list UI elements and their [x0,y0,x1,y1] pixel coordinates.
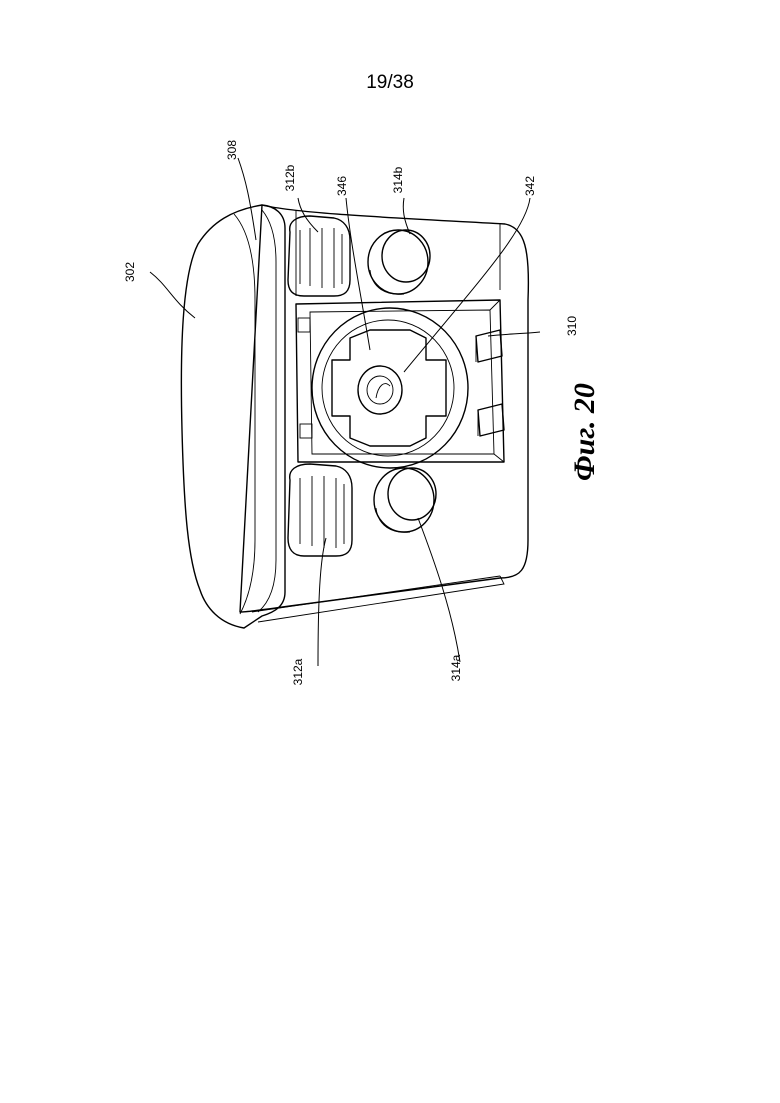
knob-314b [368,230,430,294]
label-314a: 314a [449,654,463,681]
label-310: 310 [565,316,579,336]
label-346: 346 [335,176,349,196]
rotary-coupling-346 [312,308,468,468]
label-312a: 312a [291,658,305,685]
label-312b: 312b [283,164,297,191]
button-312b [288,216,350,296]
label-342: 342 [523,176,537,196]
label-302: 302 [123,262,137,282]
button-312a [288,464,352,556]
label-314b: 314b [391,166,405,193]
figure-caption: Фиг. 20 [568,383,601,481]
front-cover [181,205,285,628]
label-308: 308 [225,140,239,160]
knob-314a [374,468,436,532]
leader-lines [150,158,540,666]
